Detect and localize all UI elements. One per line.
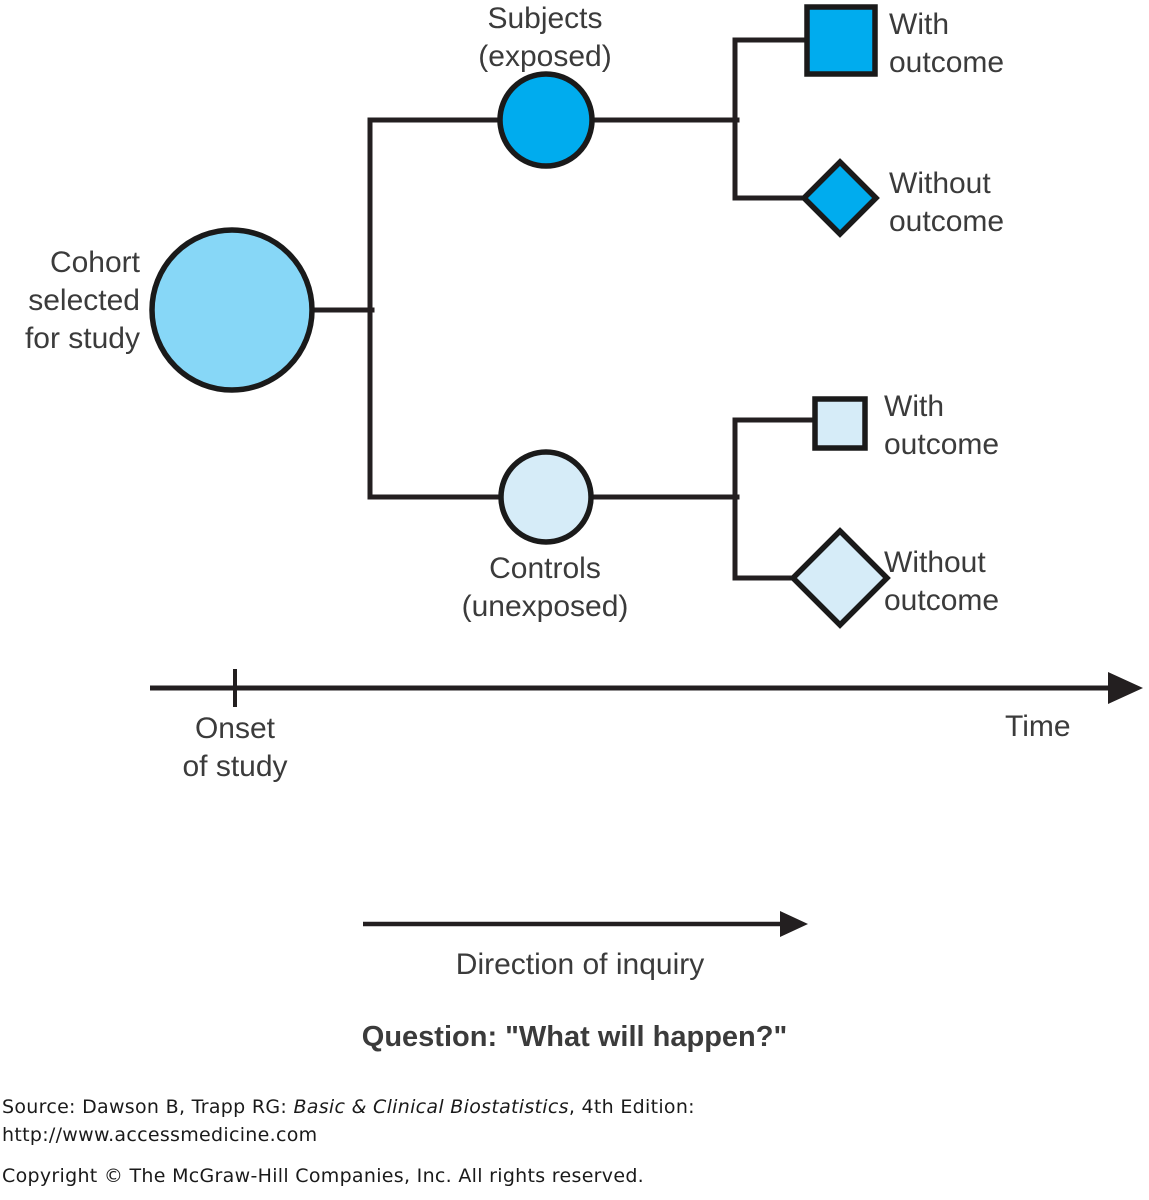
controls-circle[interactable] [498, 449, 594, 545]
onset-of-study-label: Onset of study [182, 712, 288, 783]
source-suffix: , 4th Edition: [568, 1096, 695, 1118]
time-axis [150, 669, 1143, 707]
question-text: Question: "What will happen?" [361, 1021, 788, 1053]
direction-of-inquiry-label: Direction of inquiry [455, 948, 705, 981]
cohort-label: Cohort selected for study [24, 246, 140, 355]
control-without-outcome-diamond[interactable] [789, 527, 891, 629]
inquiry-arrowhead [780, 911, 808, 937]
controls-label: Controls (unexposed) [461, 552, 629, 623]
cohort-circle[interactable] [149, 227, 315, 393]
source-book-title: Basic & Clinical Biostatistics [293, 1096, 569, 1118]
source-prefix: Source: Dawson B, Trapp RG: [2, 1096, 294, 1118]
subjects-label: Subjects (exposed) [478, 2, 612, 73]
control-without-outcome-label: Without outcome [884, 546, 1000, 617]
time-axis-label: Time [1005, 710, 1071, 743]
direction-of-inquiry-arrow [363, 911, 808, 937]
exposed-with-outcome-label: With outcome [889, 8, 1005, 79]
source-citation: Source: Dawson B, Trapp RG: Basic & Clin… [2, 1096, 695, 1118]
connector-lines [310, 37, 819, 581]
time-axis-arrowhead [1108, 672, 1143, 704]
control-with-outcome-label: With outcome [884, 390, 1000, 461]
copyright-notice: Copyright © The McGraw-Hill Companies, I… [2, 1165, 645, 1187]
subjects-circle[interactable] [497, 71, 595, 169]
source-url[interactable]: http://www.accessmedicine.com [2, 1124, 318, 1146]
control-with-outcome-square[interactable] [812, 396, 868, 451]
exposed-with-outcome-square[interactable] [804, 4, 878, 77]
exposed-without-outcome-diamond[interactable] [800, 158, 880, 238]
exposed-without-outcome-label: Without outcome [889, 167, 1005, 238]
